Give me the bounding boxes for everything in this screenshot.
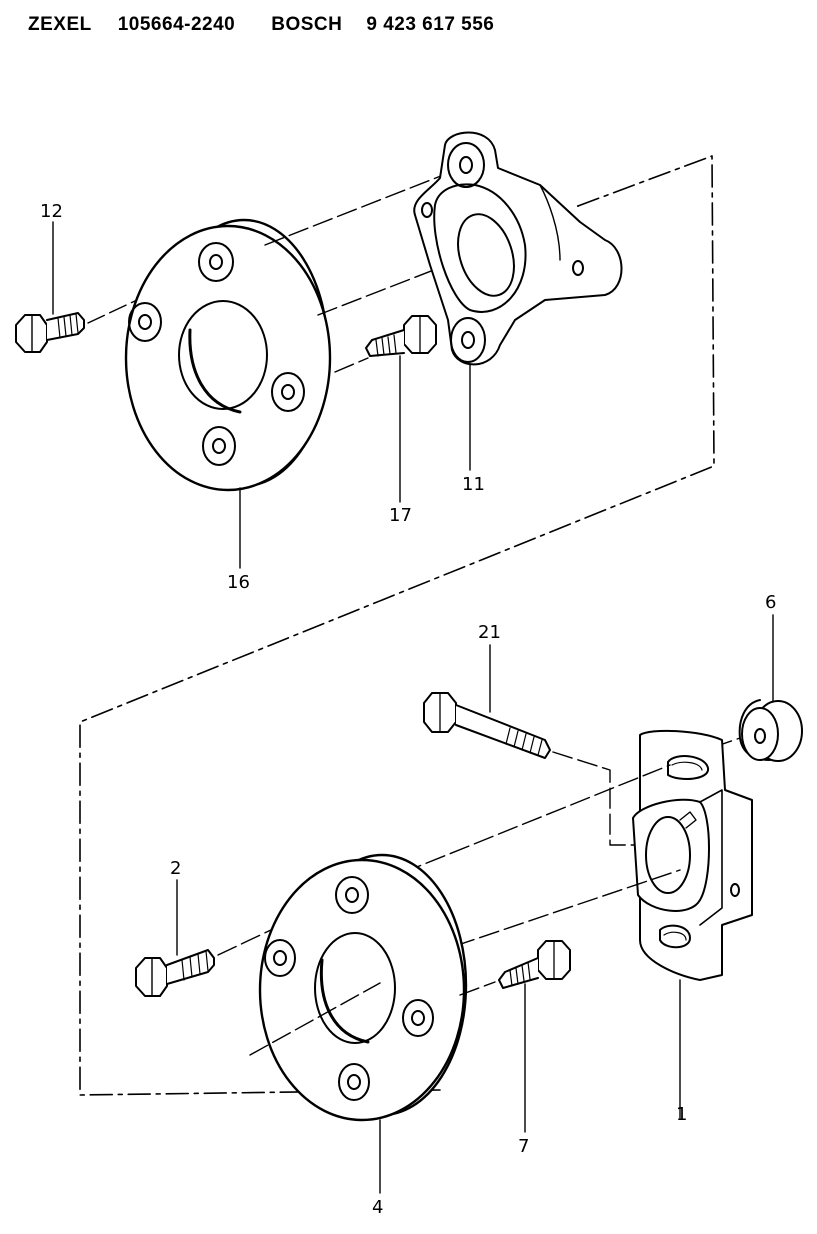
screw-17 — [365, 315, 437, 357]
callout-6: 6 — [765, 592, 776, 613]
axis-7 — [459, 981, 496, 996]
axis-disk4-center — [249, 982, 381, 1056]
callout-1: 1 — [676, 1104, 687, 1125]
callout-21: 21 — [478, 622, 501, 643]
callout-4: 4 — [372, 1197, 383, 1218]
maker-zexel: ZEXEL — [28, 14, 92, 35]
lower-axis-lines — [401, 764, 681, 947]
long-screw-21 — [423, 692, 551, 759]
callout-11: 11 — [462, 474, 485, 495]
callout-16: 16 — [227, 572, 250, 593]
axis-21 — [552, 751, 641, 846]
assembly-boundary — [79, 155, 715, 1096]
bolt-2 — [135, 949, 215, 997]
callout-17: 17 — [389, 505, 412, 526]
callout-2: 2 — [170, 858, 181, 879]
flange-disk-4 — [258, 853, 468, 1122]
part-number-bosch: 9 423 617 556 — [366, 14, 495, 35]
callout-7: 7 — [518, 1136, 529, 1157]
maker-bosch: BOSCH — [271, 14, 343, 35]
adjusting-plate-1 — [632, 729, 753, 981]
drawing-header: ZEXEL 105664-2240 BOSCH 9 423 617 556 — [28, 12, 494, 38]
mounting-bracket-11 — [413, 131, 623, 366]
callout-12: 12 — [40, 201, 63, 222]
part-number-zexel: 105664-2240 — [117, 14, 236, 35]
round-nut-6 — [738, 699, 803, 762]
screw-7 — [498, 940, 571, 989]
flange-disk-16 — [124, 218, 332, 492]
bolt-12 — [15, 312, 85, 353]
